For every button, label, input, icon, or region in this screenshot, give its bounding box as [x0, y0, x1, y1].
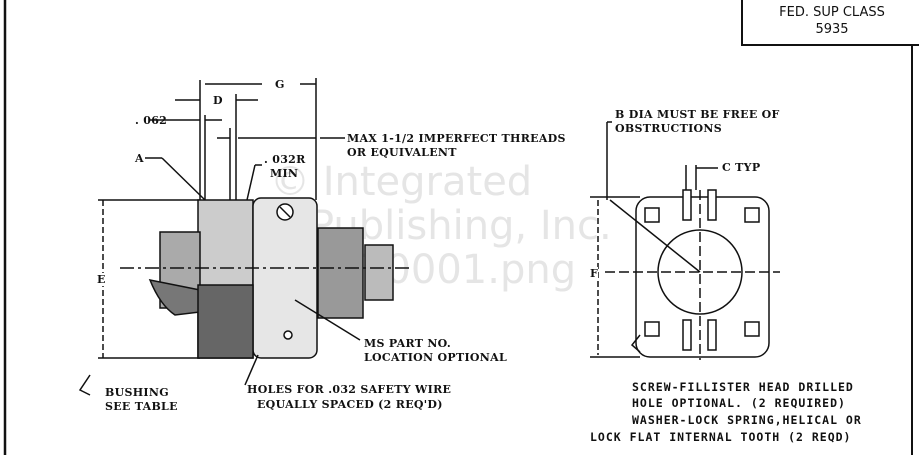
c-typ-label: C TYP [722, 161, 761, 174]
dim-e-label: E [97, 273, 106, 286]
holes-note-line2: EQUALLY SPACED (2 REQ'D) [257, 398, 443, 411]
ms-note-line1: MS PART NO. [364, 337, 452, 350]
b-note-line2: OBSTRUCTIONS [615, 122, 723, 135]
thread-note-line1: MAX 1-1/2 IMPERFECT THREADS [347, 132, 566, 145]
fed-supply-class-value: 5935 [815, 22, 849, 37]
label-a: A [135, 152, 144, 165]
bushing-note-line2: SEE TABLE [105, 400, 178, 413]
screw-note-line3: WASHER-LOCK SPRING,HELICAL OR [632, 413, 862, 427]
screw-note-line1: SCREW-FILLISTER HEAD DRILLED [632, 380, 854, 394]
dim-d-label: D [213, 94, 223, 107]
watermark-line: 70001.png [360, 247, 577, 293]
bushing-note-line1: BUSHING [105, 386, 169, 399]
screw-note-line2: HOLE OPTIONAL. (2 REQUIRED) [632, 396, 846, 410]
screw-note-line4: LOCK FLAT INTERNAL TOOTH (2 REQD) [590, 430, 852, 444]
fed-supply-class-label: FED. SUP CLASS [779, 5, 885, 20]
dim-g-label: G [275, 78, 285, 91]
dim-062-label: . 062 [135, 114, 168, 127]
radius-min-label: MIN [270, 167, 299, 180]
thread-note-line2: OR EQUIVALENT [347, 146, 457, 159]
holes-note-line1: HOLES FOR .032 SAFETY WIRE [247, 383, 452, 396]
watermark: © Integrated Publishing, Inc. 70001.png [270, 160, 612, 292]
radius-label: . 032R [264, 153, 306, 166]
ms-note-line2: LOCATION OPTIONAL [364, 351, 507, 364]
dim-f-label: F [590, 267, 599, 280]
b-note-line1: B DIA MUST BE FREE OF [615, 108, 780, 121]
title-block: FED. SUP CLASS 5935 [741, 0, 919, 46]
watermark-line: © Integrated [270, 159, 533, 205]
